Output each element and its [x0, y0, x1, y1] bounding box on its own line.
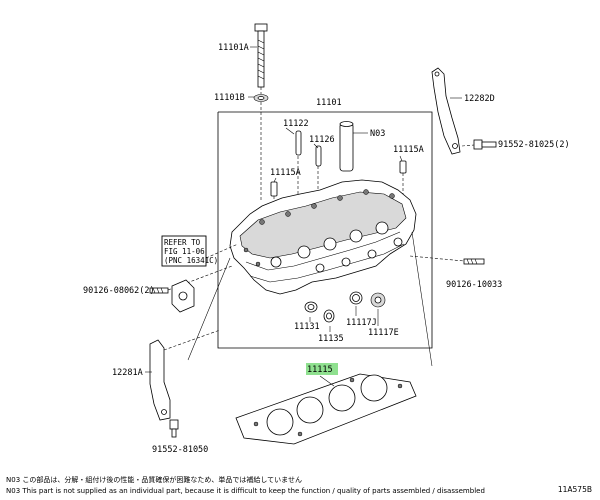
head-gasket-11115 [235, 373, 417, 445]
label-11115[interactable]: 11115 [307, 365, 333, 375]
label-11117j[interactable]: 11117J [346, 318, 377, 328]
label-11101B[interactable]: 11101B [214, 93, 245, 103]
label-11131[interactable]: 11131 [294, 322, 320, 332]
label-n03[interactable]: N03 [370, 129, 385, 139]
label-90126-10033[interactable]: 90126-10033 [446, 280, 502, 290]
n03-pipe [339, 121, 354, 172]
label-11101A[interactable]: 11101A [218, 43, 249, 53]
bolt-91552-81025 [461, 139, 497, 150]
refer-line-2: FIG 11-06 [164, 247, 205, 256]
diagram-id: 11A575B [557, 485, 592, 494]
label-11126[interactable]: 11126 [309, 135, 335, 145]
footnote-english: N03 This part is not supplied as an indi… [6, 487, 485, 495]
cylinder-head-casting [229, 179, 417, 295]
bolt-washer [253, 94, 269, 200]
cylinder-head-frame [217, 111, 433, 349]
footnote-japanese: N03 この部品は、分解・組付け後の性能・品質確保が困難なため、単品では補給して… [6, 476, 302, 484]
bracket-12281a [149, 339, 171, 421]
label-11117e[interactable]: 11117E [368, 328, 399, 338]
small-seal-parts [304, 291, 386, 323]
label-90126-08062[interactable]: 90126-08062(2) [83, 286, 155, 296]
label-11101[interactable]: 11101 [316, 98, 342, 108]
label-11135[interactable]: 11135 [318, 334, 344, 344]
label-11115a-right[interactable]: 11115A [393, 145, 424, 155]
refer-line-1: REFER TO [164, 238, 201, 247]
label-91552-81050[interactable]: 91552-81050 [152, 445, 208, 455]
label-91552-81025[interactable]: 91552-81025(2) [498, 140, 570, 150]
bolt-91552-81050 [169, 419, 179, 438]
head-bolt [254, 23, 268, 94]
label-12281a[interactable]: 12281A [112, 368, 143, 378]
label-11115a-left[interactable]: 11115A [270, 168, 301, 178]
refer-box [161, 235, 207, 267]
gasket-plate-left [171, 279, 195, 313]
label-11122[interactable]: 11122 [283, 119, 309, 129]
label-12282d[interactable]: 12282D [464, 94, 495, 104]
bracket-12282d [431, 67, 461, 155]
dowel-pin-11126 [315, 145, 322, 212]
refer-line-3: (PNC 16341C) [164, 256, 218, 265]
part-11115-highlight [306, 363, 338, 375]
stud-90126-10033 [409, 255, 485, 265]
